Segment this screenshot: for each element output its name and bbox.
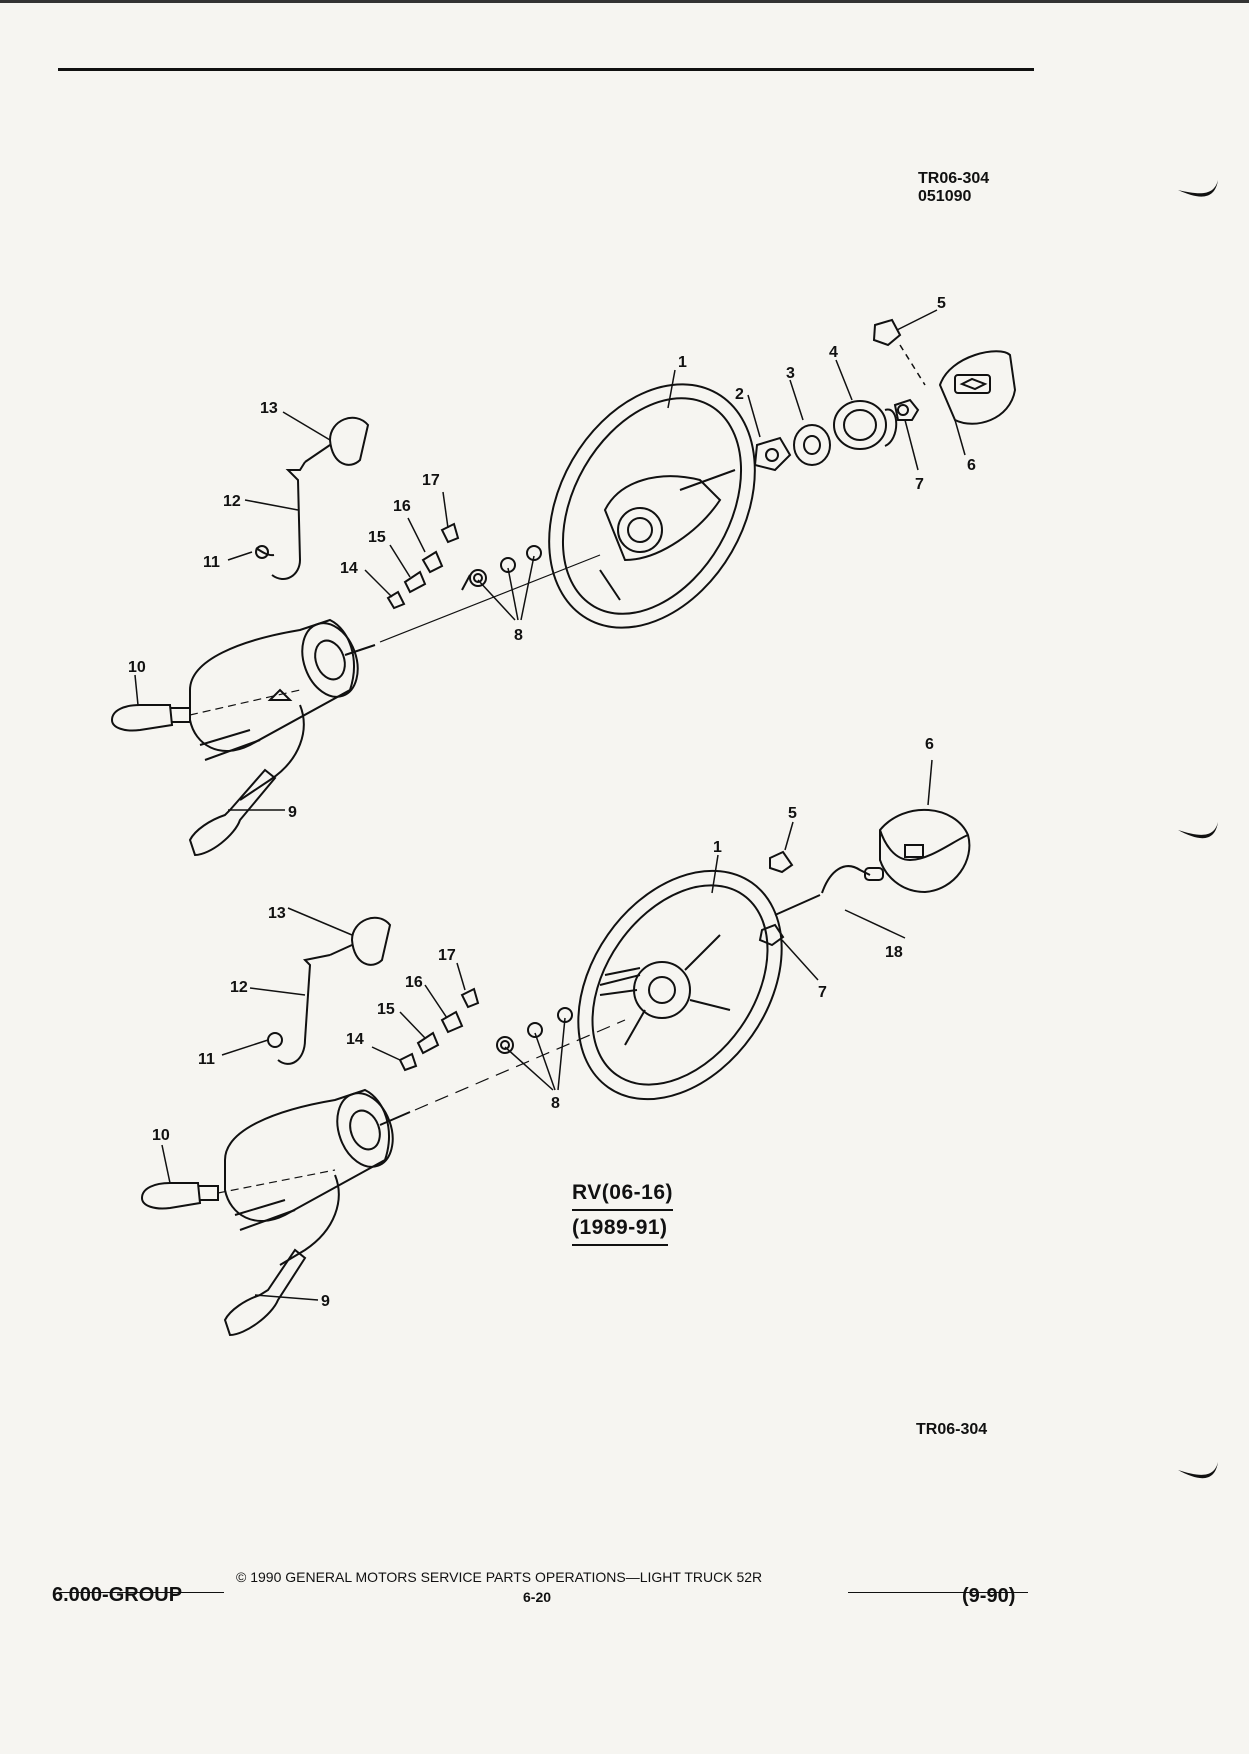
revision-date: (9-90) [962,1585,1016,1607]
upper-callout-3: 3 [786,365,795,382]
upper-callout-15: 15 [368,529,386,546]
model-series: RV(06-16) [572,1178,673,1211]
upper-callout-12: 12 [223,493,241,510]
binder-tab-marks [1178,180,1218,1479]
lower-callout-10: 10 [152,1127,170,1144]
lower-horn-cap [879,809,971,894]
lower-tilt-lever [267,916,392,1065]
upper-retainer [872,318,902,347]
model-years: (1989-91) [572,1213,668,1246]
upper-callout-8: 8 [514,627,523,644]
lower-callout-12: 12 [230,979,248,996]
upper-hub-parts [753,398,920,472]
figure-ref-date: 051090 [918,188,972,205]
lower-callout-17: 17 [438,947,456,964]
lower-callout-6: 6 [925,736,934,753]
lower-steering-wheel [577,869,783,1101]
upper-callout-5: 5 [937,295,946,312]
lower-callout-9: 9 [321,1293,330,1310]
scan-edge [0,0,1249,3]
upper-callout-2: 2 [735,386,744,403]
lower-assembly: 1 5 6 7 8 9 10 11 12 13 14 15 16 17 18 [140,736,971,1337]
upper-callout-6: 6 [967,457,976,474]
upper-steering-column [189,618,376,801]
lower-callout-1: 1 [713,839,722,856]
lower-callout-13: 13 [268,905,286,922]
upper-multifunction-lever [110,689,301,732]
lower-callout-8: 8 [551,1095,560,1112]
upper-horn-contact-parts [386,522,460,610]
footer-rule-left [60,1592,224,1593]
lower-horn-wire [774,865,884,916]
page-number: 6-20 [523,1589,552,1605]
lower-screws [496,1007,573,1054]
lower-callout-11: 11 [198,1051,215,1068]
lower-multifunction-lever [140,1169,336,1210]
group-number: 6.000-GROUP [52,1584,183,1606]
lower-callout-18: 18 [885,944,903,961]
upper-assembly: 1 2 3 4 5 6 7 8 9 10 11 12 13 14 15 16 1… [110,295,1017,857]
upper-tilt-lever [255,416,370,580]
upper-callout-1: 1 [678,354,687,371]
upper-callout-14: 14 [340,560,358,577]
footer-rule-right [848,1592,1028,1593]
upper-callout-9: 9 [288,804,297,821]
upper-callout-11: 11 [203,554,220,571]
header-rule [58,68,1034,71]
lower-callout-15: 15 [377,1001,395,1018]
lower-callout-14: 14 [346,1031,364,1048]
upper-screws [461,545,542,591]
model-designation: RV(06-16) (1989-91) [572,1178,673,1248]
upper-callout-17: 17 [422,472,440,489]
lower-callout-7: 7 [818,984,827,1001]
lower-turn-signal-lever [223,1248,307,1337]
upper-horn-pad [938,350,1017,425]
upper-steering-wheel [548,383,756,629]
lower-horn-contact-parts [398,987,480,1072]
figure-ref-code: TR06-304 [918,170,990,187]
upper-callout-7: 7 [915,476,924,493]
upper-callout-16: 16 [393,498,411,515]
lower-nut-and-retainer [758,850,794,947]
copyright-notice: © 1990 GENERAL MOTORS SERVICE PARTS OPER… [236,1569,763,1585]
lower-callout-16: 16 [405,974,423,991]
upper-callout-13: 13 [260,400,278,417]
upper-turn-signal-lever [188,768,277,857]
figure-reference: TR06-304 051090 [918,170,989,206]
lower-steering-column [224,1088,411,1266]
lower-callout-5: 5 [788,805,797,822]
upper-callout-10: 10 [128,659,146,676]
upper-callout-4: 4 [829,344,838,361]
figure-ref-bottom: TR06-304 [916,1421,988,1438]
